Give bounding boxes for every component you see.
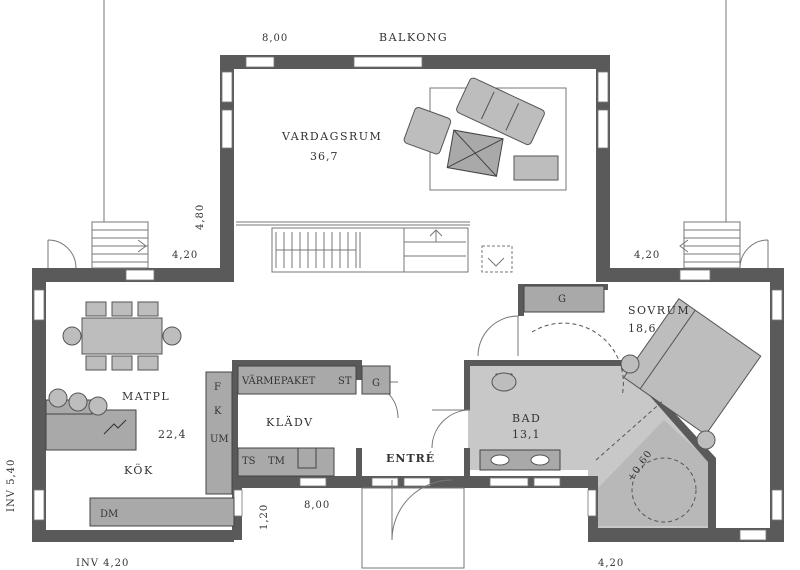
room-label-balkong: BALKONG [379,31,448,44]
dimension-bottom-right: 4,20 [598,558,624,569]
dimension-inv-height: INV 5,40 [6,459,17,512]
fixture-label-f: F [214,382,221,393]
room-label-kladv: KLÄDV [266,415,314,429]
fixture-label-k: K [214,406,222,417]
room-area-bad: 13,1 [512,428,541,441]
fixture-label-g-right: G [372,378,380,389]
dimension-right-step: 4,20 [634,250,660,261]
room-area-sovrum: 18,6 [628,322,657,335]
balcony-outline [103,0,727,222]
dimension-left-height: 4,80 [195,204,206,230]
dining-furniture [45,301,235,527]
room-label-sovrum: SOVRUM [628,304,690,317]
staircase [91,221,741,273]
dimension-inv-width: INV 4,20 [76,558,129,569]
dimension-left-step: 4,20 [172,250,198,261]
dimension-entry-width: 8,00 [304,500,330,511]
room-label-entre: ENTRÉ [386,451,435,465]
living-furniture [403,77,567,273]
room-area-matpl: 22,4 [158,428,187,441]
fixture-label-tm: TM [268,456,285,467]
dimension-entry-depth: 1,20 [259,504,270,530]
fixture-label-g-top: G [558,294,566,305]
room-label-vardagsrum: VARDAGSRUM [281,130,382,143]
fixture-label-st: ST [338,376,352,387]
windows [33,56,783,541]
room-label-matpl: MATPL [122,390,170,403]
fixture-label-varmepaket: VÄRMEPAKET [241,375,316,387]
bath-shower-floor [596,420,710,526]
fixture-label-ts: TS [242,456,256,467]
closet-furniture [237,365,391,477]
fixture-label-um: UM [210,434,229,445]
bedroom-furniture [523,285,762,450]
fixture-label-dm: DM [100,509,118,520]
room-label-kok: KÖK [124,463,154,477]
room-label-bad: BAD [512,412,541,425]
bath-fixtures [479,372,697,523]
dimension-top-width: 8,00 [262,33,288,44]
room-area-vardagsrum: 36,7 [310,150,339,163]
